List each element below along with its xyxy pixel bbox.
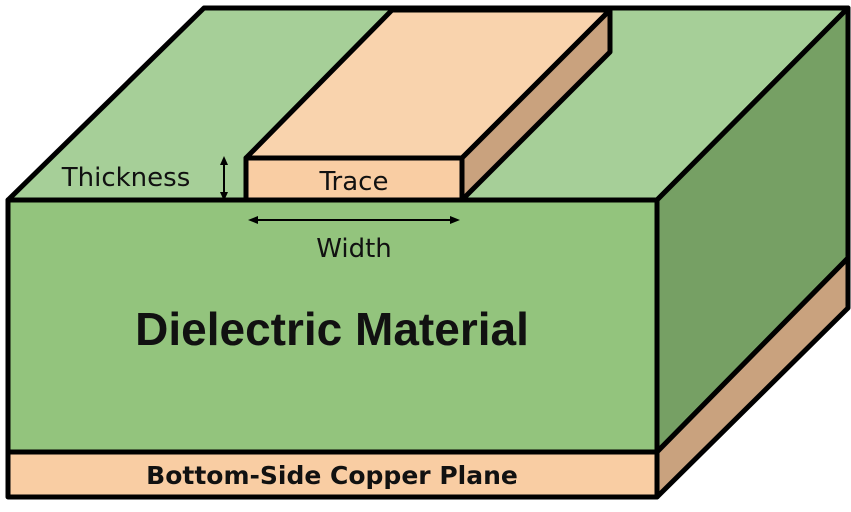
copper-plane-front-face (5, 449, 660, 500)
thickness-arrow-head-bottom (220, 192, 228, 201)
copper-plane-label: Bottom-Side Copper Plane (146, 461, 518, 490)
thickness-arrow-head-top (220, 156, 228, 165)
dielectric-material-label: Dielectric Material (135, 303, 529, 355)
dielectric-front-face (5, 197, 660, 455)
width-arrow-head-left (248, 216, 258, 224)
trace-front-face (243, 155, 465, 203)
width-arrow-head-right (450, 216, 460, 224)
width-label: Width (316, 234, 392, 264)
thickness-label: Thickness (61, 163, 191, 193)
trace-label: Trace (319, 167, 389, 197)
